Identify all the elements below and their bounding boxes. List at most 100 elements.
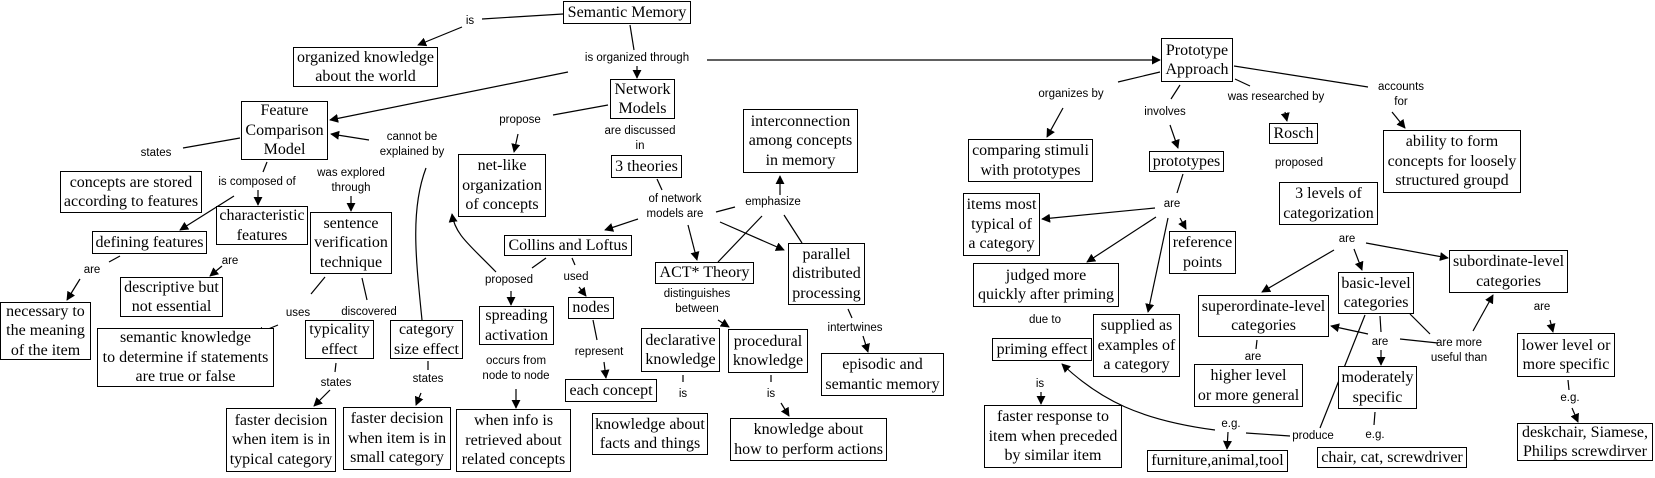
- edge: [1176, 173, 1184, 194]
- edge: [310, 276, 326, 295]
- node-3-theories: 3 theories: [611, 155, 682, 178]
- link-label: involves: [1144, 106, 1186, 118]
- edge: [108, 255, 121, 263]
- link-label: are: [1244, 351, 1262, 363]
- node-ability: ability to form concepts for loosely str…: [1383, 130, 1521, 193]
- node-superordinate: superordinate-level categories: [1198, 295, 1329, 337]
- node-parallel-distributed-processing: parallel distributed processing: [788, 243, 865, 305]
- link-label: represent: [574, 346, 624, 358]
- edge-arrow: [329, 71, 569, 123]
- edge-arrow: [1472, 294, 1494, 332]
- edge: [1234, 78, 1251, 87]
- edge: [1117, 71, 1161, 83]
- link-label: is: [465, 15, 475, 27]
- node-semantic-memory: Semantic Memory: [563, 1, 691, 24]
- link-label: is: [1035, 378, 1045, 390]
- link-label: cannot be explained by: [379, 131, 445, 158]
- link-label: states: [140, 147, 172, 159]
- edge-arrow: [330, 130, 370, 141]
- edge: [552, 104, 609, 116]
- node-higher-level: higher level or more general: [1194, 364, 1303, 407]
- edge: [415, 167, 427, 321]
- edge-arrow: [66, 278, 81, 301]
- node-episodic-semantic: episodic and semantic memory: [821, 353, 944, 396]
- link-label: is: [766, 388, 776, 400]
- edge: [1409, 313, 1431, 335]
- link-label: discovered: [341, 306, 397, 318]
- edge: [656, 178, 663, 191]
- link-label: proposed: [1275, 157, 1323, 169]
- node-prototype-approach: Prototype Approach: [1161, 38, 1233, 82]
- link-label: distinguishes between: [663, 288, 731, 315]
- link-label: are: [1533, 301, 1551, 313]
- node-sentence-verification: sentence verification technique: [310, 212, 392, 274]
- edge: [1399, 338, 1439, 344]
- node-net-like-organization: net-like organization of concepts: [458, 154, 546, 217]
- edge: [1379, 315, 1382, 333]
- node-items-most-typical: items most typical of a category: [963, 193, 1040, 256]
- edge: [629, 24, 635, 51]
- node-procedural-knowledge: procedural knowledge: [728, 329, 808, 373]
- edge-arrow: [1169, 124, 1180, 149]
- node-3-levels: 3 levels of categorization: [1279, 182, 1378, 225]
- link-label: is organized through: [584, 52, 690, 64]
- edge: [1567, 379, 1570, 391]
- link-label: proposed: [485, 274, 533, 286]
- node-prototypes: prototypes: [1149, 151, 1224, 172]
- node-chair-cat-screwdriver: chair, cat, screwdriver: [1317, 447, 1467, 468]
- link-label: uses: [285, 307, 311, 319]
- node-feature-comparison-model: Feature Comparison Model: [241, 101, 328, 160]
- link-label: occurs from node to node: [482, 355, 550, 382]
- link-label: are: [1163, 198, 1181, 210]
- node-organized-knowledge: organized knowledge about the world: [293, 47, 438, 87]
- link-label: are: [1371, 336, 1389, 348]
- edge-arrow: [209, 265, 223, 277]
- link-label: states: [412, 373, 444, 385]
- link-label: is: [678, 388, 688, 400]
- edge-arrow: [1086, 216, 1157, 263]
- edge: [1255, 339, 1258, 350]
- link-label: propose: [499, 114, 541, 126]
- edge-arrow: [861, 335, 870, 353]
- node-knowledge-facts: knowledge about facts and things: [592, 413, 708, 455]
- node-descriptive: descriptive but not essential: [120, 277, 223, 317]
- edge: [1233, 65, 1369, 88]
- link-label: emphasize: [745, 196, 801, 208]
- link-label: intertwines: [827, 322, 883, 334]
- node-network-models: Network Models: [610, 79, 675, 119]
- node-priming-effect: priming effect: [992, 338, 1092, 361]
- node-faster-decision-small: faster decision when item is in small ca…: [343, 407, 451, 470]
- edge-arrow: [1570, 407, 1579, 423]
- node-interconnection: interconnection among concepts in memory: [743, 109, 858, 173]
- node-semantic-knowledge: semantic knowledge to determine if state…: [97, 328, 274, 387]
- edge-arrow: [448, 213, 497, 273]
- edge-arrow: [313, 389, 331, 407]
- node-furniture-animal-tool: furniture,animal,tool: [1147, 450, 1288, 472]
- link-label: produce: [1292, 430, 1334, 442]
- edge-arrow: [179, 195, 235, 231]
- link-label: of network models are: [646, 193, 704, 220]
- edge: [847, 308, 853, 319]
- link-label: accounts for: [1377, 81, 1425, 108]
- link-label: e.g.: [1560, 392, 1580, 404]
- edge-arrow: [1261, 249, 1335, 293]
- link-label: was explored through: [317, 167, 385, 194]
- edge-arrow: [717, 318, 730, 328]
- link-label: states: [320, 377, 352, 389]
- edge-arrow: [1145, 217, 1169, 313]
- node-defining-features: defining features: [92, 231, 207, 254]
- edge-arrow: [1178, 217, 1187, 230]
- edge-arrow: [1046, 107, 1064, 138]
- link-label: are: [221, 255, 239, 267]
- node-reference-points: reference points: [1169, 231, 1236, 274]
- link-label: was researched by: [1227, 91, 1325, 103]
- edge-arrow: [604, 218, 639, 232]
- edge: [783, 214, 803, 244]
- edge-arrow: [414, 392, 424, 406]
- edge: [715, 206, 736, 213]
- edge: [361, 277, 368, 301]
- node-act-theory: ACT* Theory: [655, 262, 754, 284]
- edge-arrow: [1041, 207, 1156, 223]
